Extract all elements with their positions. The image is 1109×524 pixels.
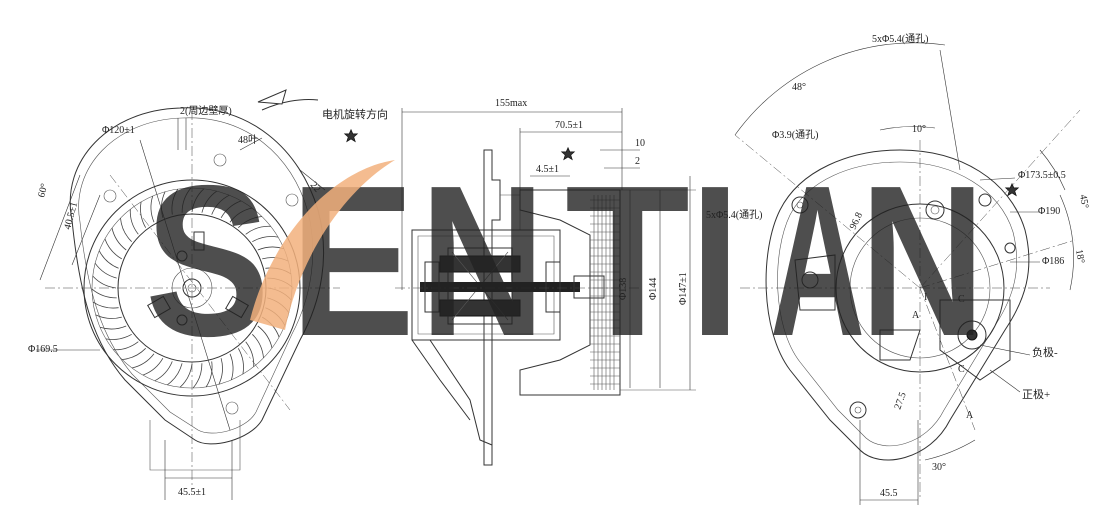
max-length-label: 155max xyxy=(495,98,527,109)
fan-blade xyxy=(113,341,139,351)
fan-blade xyxy=(171,188,179,215)
right-view: 5xΦ5.4(通孔) 48° Φ3.9(通孔) 10° Φ173.5±0.5 4… xyxy=(734,33,1090,505)
rotation-direction-label: 电机旋转方向 xyxy=(322,107,388,121)
width-45-label: 45.5 xyxy=(880,488,898,499)
fan-blade xyxy=(252,236,279,243)
fan-blade xyxy=(161,191,166,218)
fan-blade xyxy=(191,188,205,213)
angle-10-label: 10° xyxy=(912,124,926,135)
watermark-letter: A xyxy=(770,140,865,381)
diameter-inner-label: Φ120±1 xyxy=(102,125,135,136)
fan-blade xyxy=(131,353,155,369)
angle-18-label: 18° xyxy=(1073,249,1086,265)
fan-blade xyxy=(99,325,127,330)
dim-10-label: 10 xyxy=(635,138,645,149)
blade-count-label: 48叶 xyxy=(238,134,258,146)
angle-30-label: 30° xyxy=(932,462,946,473)
fan-blade xyxy=(142,358,164,376)
fan-blade xyxy=(104,238,122,260)
hole-39-label: Φ3.9(通孔) xyxy=(772,129,818,141)
watermark-letter: I xyxy=(690,140,740,381)
wall-thickness-label: 2(周边壁厚) xyxy=(180,104,232,117)
diameter-outer-label: Φ169.5 xyxy=(28,344,58,355)
offset-40-label: 40.5±1 xyxy=(62,201,80,231)
fan-blade xyxy=(95,314,122,319)
fan-blade xyxy=(192,363,203,389)
fan-blade xyxy=(166,363,183,386)
length-70-label: 70.5±1 xyxy=(555,120,583,131)
angle-48-label: 48° xyxy=(792,82,806,93)
shaft xyxy=(420,282,580,292)
dim-4-label: 4.5±1 xyxy=(536,164,559,175)
bottom-width-label: 45.5±1 xyxy=(178,487,206,498)
mark-a-bottom: A xyxy=(966,410,974,421)
watermark-letter: N xyxy=(420,140,545,381)
mark-a-top: A xyxy=(912,310,920,321)
dim-2-label: 2 xyxy=(635,156,640,167)
fan-blade xyxy=(201,190,218,213)
fan-blade xyxy=(98,250,119,269)
fan-blade xyxy=(218,358,223,385)
angle-60-label: 60° xyxy=(36,182,50,198)
star-icon xyxy=(343,128,359,143)
fan-blade xyxy=(120,218,132,242)
diameter-186-label: Φ186 xyxy=(1042,256,1064,267)
fan-blade xyxy=(211,194,230,215)
housing-outline xyxy=(69,107,325,445)
watermark-letter: T xyxy=(565,140,690,381)
fan-blade xyxy=(154,361,173,382)
fan-blade xyxy=(111,227,127,251)
positive-label: 正极+ xyxy=(1022,387,1050,401)
fan-blade xyxy=(257,325,273,349)
wheel-side xyxy=(519,189,621,396)
mark-c-top: C xyxy=(958,294,965,305)
fan-blade xyxy=(237,348,244,375)
diameter-190-label: Φ190 xyxy=(1038,206,1060,217)
star-icon xyxy=(1004,182,1020,197)
fan-blade xyxy=(238,216,262,228)
fan-blade xyxy=(92,301,119,309)
fan-blade xyxy=(252,334,264,358)
watermark-accent xyxy=(250,160,395,330)
fan-blade xyxy=(179,363,193,388)
fan-blade xyxy=(229,353,234,381)
fan-blade xyxy=(205,361,213,388)
watermark-letter: S xyxy=(145,140,270,381)
fan-blade xyxy=(94,262,117,279)
fan-blade xyxy=(245,341,255,367)
fan-blade xyxy=(181,187,192,213)
fan-blade xyxy=(220,200,242,218)
mark-c-bottom: C xyxy=(958,364,965,375)
fan-blade xyxy=(105,333,132,340)
watermark-letter: N xyxy=(860,140,985,381)
diameter-173-label: Φ173.5±0.5 xyxy=(1018,170,1066,181)
connector xyxy=(957,320,987,350)
angle-45-label: 45° xyxy=(1077,194,1090,210)
side-holes-label: 5xΦ5.4(通孔) xyxy=(706,209,762,221)
dim-27-label: 27.5 xyxy=(892,391,908,411)
motor-can xyxy=(411,229,561,341)
fan-blade xyxy=(245,225,271,235)
side-view: 155max 70.5±1 10 4.5±1 2 Φ138 Φ144 Φ147±… xyxy=(395,98,762,466)
star-icon xyxy=(560,146,576,161)
holes-top-label: 5xΦ5.4(通孔) xyxy=(872,33,928,45)
diameter-147-label: Φ147±1 xyxy=(678,272,689,305)
fan-blade xyxy=(129,209,139,235)
diameter-138-label: Φ138 xyxy=(618,278,629,300)
fan-blade xyxy=(122,348,146,360)
mark-i: I xyxy=(924,292,927,303)
fan-blade xyxy=(91,288,117,299)
fan-blade xyxy=(229,207,253,223)
flange xyxy=(483,149,501,466)
fan-blade xyxy=(150,195,155,223)
diameter-144-label: Φ144 xyxy=(648,278,659,300)
negative-label: 负极- xyxy=(1032,345,1058,359)
flange-outline xyxy=(765,149,1030,461)
fan-blade xyxy=(92,275,117,289)
